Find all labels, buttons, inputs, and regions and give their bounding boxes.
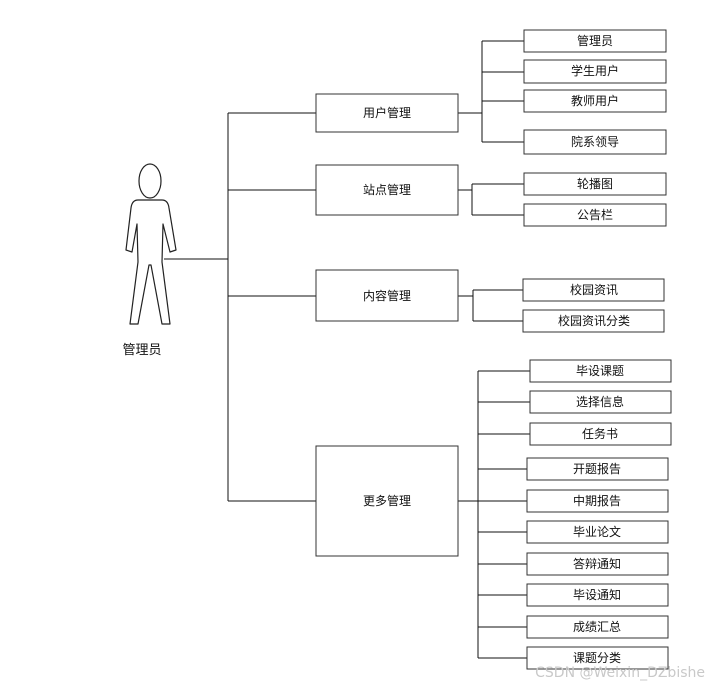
sub-item-label: 选择信息 (576, 394, 624, 409)
module-more-management: 更多管理 (315, 445, 459, 557)
module-user-management: 用户管理 (315, 93, 459, 133)
sub-item-graduation-topic: 毕设课题 (529, 359, 672, 383)
sub-item-campus-news: 校园资讯 (522, 278, 665, 302)
sub-item-label: 校园资讯分类 (558, 313, 630, 328)
sub-item-student-user: 学生用户 (523, 59, 667, 84)
sub-item-thesis: 毕业论文 (526, 520, 669, 544)
connector-lines (164, 40, 530, 659)
sub-item-label: 成绩汇总 (573, 620, 621, 634)
sub-item-label: 院系领导 (571, 135, 619, 149)
sub-item-label: 毕设通知 (573, 588, 621, 602)
sub-item-label: 任务书 (582, 426, 618, 441)
sub-item-selection-info: 选择信息 (529, 390, 672, 414)
sub-item-label: 中期报告 (573, 493, 621, 508)
sub-item-label: 学生用户 (571, 63, 619, 78)
sub-item-midterm-report: 中期报告 (526, 489, 669, 513)
watermark: CSDN @Weixin_DZbishe (535, 665, 705, 681)
sub-item-topic-category: 课题分类 (526, 646, 669, 670)
sub-item-admin: 管理员 (523, 29, 667, 53)
sub-item-label: 管理员 (577, 33, 613, 48)
sub-item-notice-board: 公告栏 (523, 203, 667, 227)
sub-item-campus-news-category: 校园资讯分类 (522, 309, 665, 333)
sub-item-carousel: 轮播图 (523, 172, 667, 196)
sub-item-grade-summary: 成绩汇总 (526, 615, 669, 639)
sub-item-graduation-notice: 毕设通知 (526, 583, 669, 607)
sub-item-label: 毕业论文 (573, 524, 621, 539)
sub-item-label: 公告栏 (577, 207, 613, 222)
module-label: 内容管理 (363, 288, 411, 303)
admin-actor-icon (125, 163, 177, 325)
sub-item-label: 答辩通知 (573, 556, 621, 571)
module-label: 站点管理 (363, 182, 411, 197)
module-label: 用户管理 (363, 105, 411, 120)
sub-item-label: 毕设课题 (576, 364, 624, 378)
sub-item-label: 教师用户 (571, 93, 619, 108)
actor-label: 管理员 (122, 343, 161, 358)
module-site-management: 站点管理 (315, 164, 459, 216)
sub-item-teacher-user: 教师用户 (523, 89, 667, 113)
sub-item-label: 校园资讯 (570, 282, 618, 297)
sub-item-defense-notice: 答辩通知 (526, 552, 669, 576)
module-content-management: 内容管理 (315, 269, 459, 322)
sub-item-label: 开题报告 (573, 461, 621, 476)
sub-item-proposal-report: 开题报告 (526, 457, 669, 481)
sub-item-department-leader: 院系领导 (523, 129, 667, 155)
sub-item-label: 轮播图 (577, 177, 613, 191)
sub-item-label: 课题分类 (573, 651, 621, 665)
module-label: 更多管理 (363, 493, 411, 508)
sub-item-assignment: 任务书 (529, 422, 672, 446)
